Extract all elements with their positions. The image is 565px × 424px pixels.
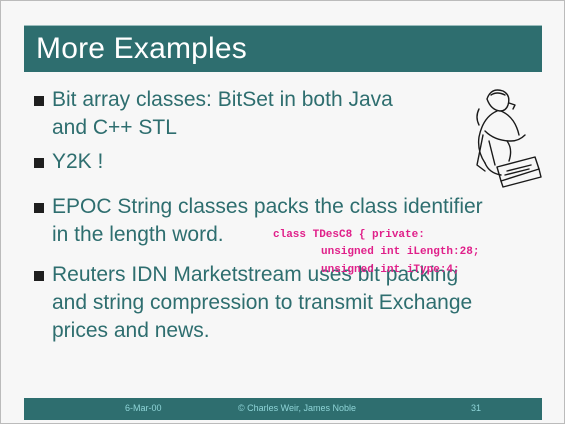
footer-bar: 6-Mar-00 © Charles Weir, James Noble 31 bbox=[24, 398, 542, 420]
bullet-1-line-1: Bit array classes: BitSet in both Java bbox=[52, 88, 393, 111]
bullet-2-line-1: Y2K ! bbox=[52, 150, 104, 173]
bullet-marker bbox=[34, 203, 44, 213]
footer-page-number: 31 bbox=[471, 403, 482, 413]
slide-title: More Examples bbox=[36, 32, 248, 65]
bullet-marker bbox=[34, 271, 44, 281]
bullet-3-line-1: EPOC String classes packs the class iden… bbox=[52, 195, 483, 218]
title-bar: More Examples bbox=[24, 25, 542, 72]
code-snippet-line-1: class TDesC8 { private: bbox=[273, 229, 425, 241]
bullet-4-line-2: and string compression to transmit Excha… bbox=[52, 291, 473, 314]
footer-date: 6-Mar-00 bbox=[125, 403, 162, 413]
bullet-4-line-1: Reuters IDN Marketstream uses bit packin… bbox=[52, 263, 459, 286]
bullet-4-line-3: prices and news. bbox=[52, 319, 210, 342]
code-snippet-line-2: unsigned int iLength:28; bbox=[321, 246, 480, 258]
man-at-computer-icon bbox=[476, 89, 542, 188]
bullet-3-line-2: in the length word. bbox=[52, 223, 224, 246]
bullet-marker bbox=[34, 158, 44, 168]
code-snippet-line-3: unsigned int iType:4; bbox=[321, 264, 460, 276]
footer-authors: © Charles Weir, James Noble bbox=[238, 403, 357, 413]
bullet-marker bbox=[34, 96, 44, 106]
bullet-1-line-2: and C++ STL bbox=[52, 116, 177, 139]
